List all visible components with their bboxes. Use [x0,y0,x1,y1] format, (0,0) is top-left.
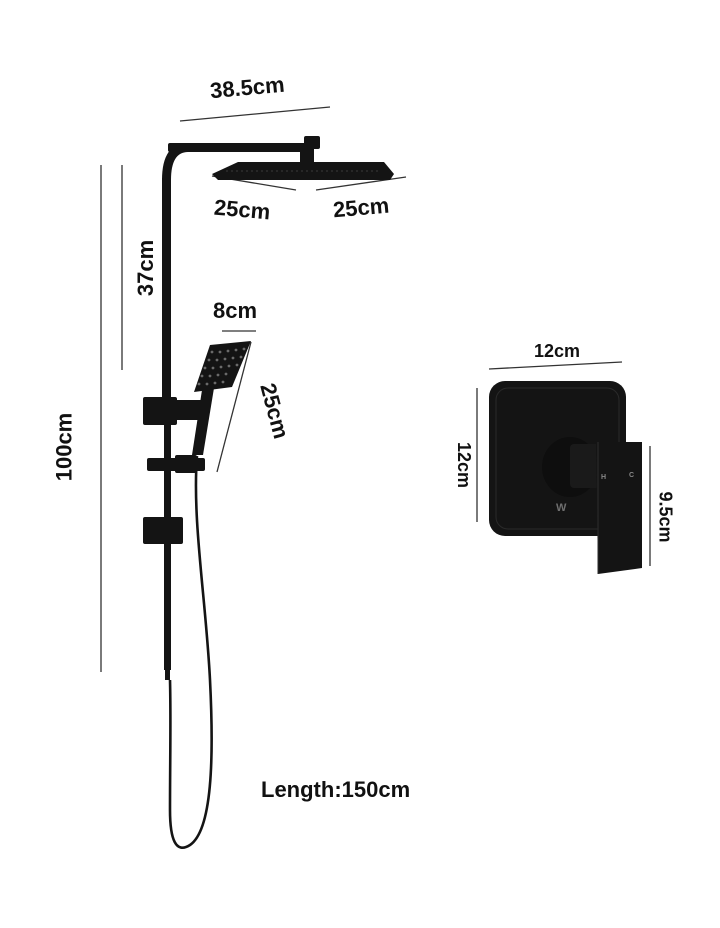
rail-brackets [143,397,206,544]
shower-hose [168,455,213,849]
hand-shower-face [194,341,251,392]
wall-bracket-upper [143,397,177,425]
hand-shower [192,341,251,455]
handpiece-length-dimension-line [216,341,252,473]
rail-total-label: 100cm [51,412,77,482]
hand-shower-handle [192,388,214,455]
rail-bend [162,143,188,180]
head-width-dimension-line [315,176,407,191]
rail-arm [168,143,313,152]
hot-marker: H [601,474,607,481]
wall-bracket-lower [143,517,183,544]
watermark-logo: W [556,502,567,514]
mixer-width-dimension-line [488,361,623,370]
arm-end-cap [304,136,320,149]
head-connector [300,148,314,166]
dimension-lines [100,106,651,672]
mixer-width-label: 12cm [534,341,581,361]
head-depth-label: 25cm [213,194,272,225]
handpiece-width-label: 8cm [213,298,258,323]
head-width-label: 25cm [331,192,391,223]
hose-length-label: Length:150cm [261,777,411,802]
mixer-height-label: 12cm [454,441,475,489]
mixer-lever [596,442,642,574]
rail-upper-label: 37cm [133,239,159,297]
lever-height-label: 9.5cm [655,491,676,543]
rail-upright [162,178,171,400]
rail-bottom-cap [165,668,170,680]
slider-bracket-upper [174,400,206,420]
rain-shower-head [212,148,394,180]
cold-marker: C [629,472,635,479]
mixer-lever-body [570,444,600,488]
arm-width-dimension-line [179,106,331,122]
shower-mixer [489,381,642,574]
